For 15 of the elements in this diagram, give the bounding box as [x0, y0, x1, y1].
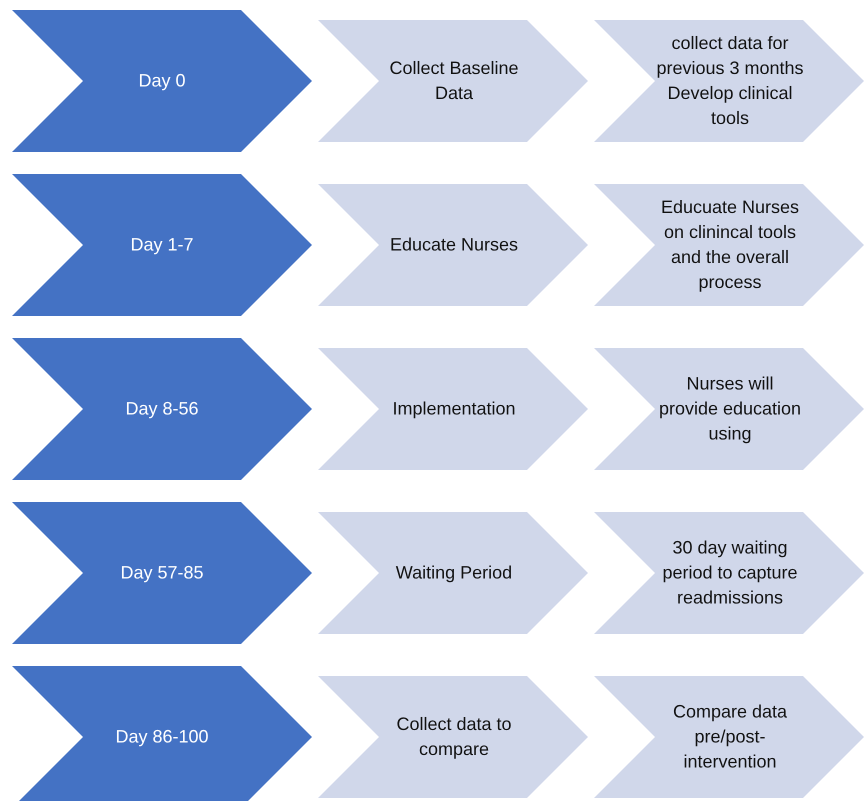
day-range-label: Day 57-85	[119, 562, 205, 584]
day-range-label: Day 1-7	[129, 234, 195, 256]
step-label: Nurses will provide education using	[658, 372, 802, 446]
step-label: Compare data pre/post-intervention	[672, 700, 788, 774]
step-label: Collect Baseline Data	[388, 57, 520, 105]
step-label: Educuate Nurses on clinincal tools and the overall process	[660, 196, 800, 294]
day-range-label: Day 0	[137, 70, 187, 92]
step-label: Educate Nurses	[388, 234, 520, 256]
step-label: Waiting Period	[394, 562, 514, 584]
step-label: Collect data to compare	[395, 713, 513, 761]
day-range-label: Day 8-56	[124, 398, 200, 420]
step-label: Implementation	[391, 398, 517, 420]
step-label: 30 day waiting period to capture readmissions	[661, 536, 799, 610]
day-range-label: Day 86-100	[114, 726, 210, 748]
step-label: collect data for previous 3 months Develop clinical tools	[655, 32, 805, 130]
